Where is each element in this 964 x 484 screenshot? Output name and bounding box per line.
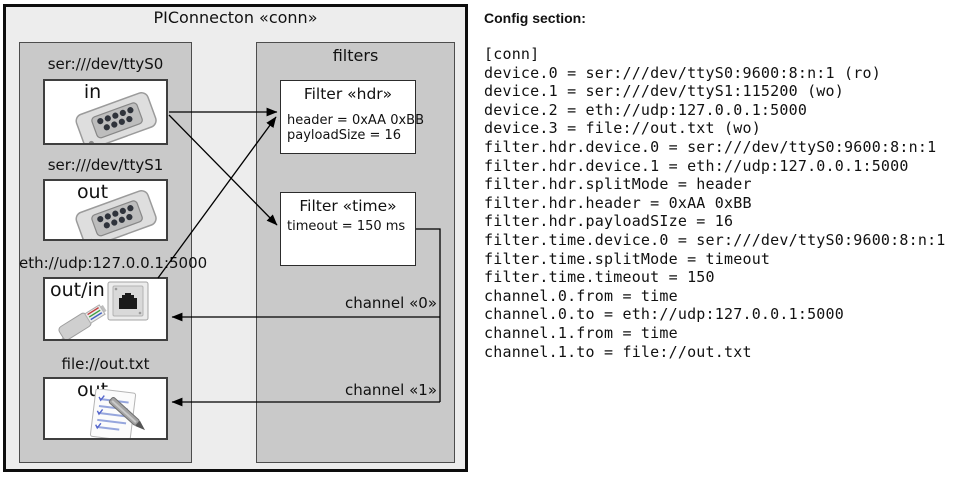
device-uri-eth: eth://udp:127.0.0.1:5000 bbox=[19, 254, 208, 272]
ethernet-jack-icon bbox=[107, 281, 149, 321]
pen-icon bbox=[108, 397, 146, 431]
config-line: device.2 = eth://udp:127.0.0.1:5000 bbox=[484, 100, 808, 119]
config-line: channel.0.to = eth://udp:127.0.0.1:5000 bbox=[484, 305, 844, 324]
filters-panel-title: filters bbox=[332, 46, 379, 65]
filter-time-title: Filter «time» bbox=[299, 197, 397, 215]
config-heading: Config section: bbox=[484, 10, 586, 26]
device-box-eth: out/in bbox=[43, 277, 168, 341]
config-line: filter.hdr.device.0 = ser:///dev/ttyS0:9… bbox=[484, 137, 937, 156]
device-uri-ttys0: ser:///dev/ttyS0 bbox=[47, 55, 164, 73]
config-line: filter.hdr.header = 0xAA 0xBB bbox=[484, 193, 752, 212]
config-line: filter.hdr.splitMode = header bbox=[484, 175, 752, 194]
ethernet-cable-icon bbox=[58, 304, 107, 339]
config-line: channel.1.to = file://out.txt bbox=[484, 342, 752, 361]
config-line: channel.1.from = time bbox=[484, 323, 678, 342]
config-line: filter.time.device.0 = ser:///dev/ttyS0:… bbox=[484, 230, 946, 249]
filter-time-params: timeout = 150 ms bbox=[287, 219, 406, 235]
config-line: filter.time.timeout = 150 bbox=[484, 268, 715, 287]
filter-hdr-title: Filter «hdr» bbox=[303, 85, 393, 103]
serial-connector-icon bbox=[75, 189, 157, 239]
device-uri-file: file://out.txt bbox=[61, 355, 150, 373]
config-line: filter.hdr.device.1 = eth://udp:127.0.0.… bbox=[484, 156, 909, 175]
filter-param: header = 0xAA 0xBB bbox=[287, 113, 425, 128]
config-section: Config section: [conn] device.0 = ser://… bbox=[484, 8, 962, 361]
diagram-title: PIConnecton «conn» bbox=[153, 8, 318, 27]
device-direction-label: in bbox=[83, 81, 102, 103]
config-line: channel.0.from = time bbox=[484, 286, 678, 305]
device-direction-label: out bbox=[76, 181, 109, 203]
config-line: device.1 = ser:///dev/ttyS1:115200 (wo) bbox=[484, 82, 844, 101]
config-line: device.3 = file://out.txt (wo) bbox=[484, 119, 761, 138]
notepad-icon bbox=[89, 389, 146, 438]
filter-param: timeout = 150 ms bbox=[287, 219, 406, 234]
device-direction-label: out/in bbox=[50, 279, 105, 301]
filter-param: payloadSize = 16 bbox=[287, 127, 402, 143]
filter-hdr-box: Filter «hdr» header = 0xAA 0xBB payloadS… bbox=[280, 80, 424, 154]
channel-0-label: channel «0» bbox=[344, 294, 437, 312]
config-line: filter.hdr.payloadSIze = 16 bbox=[484, 212, 734, 231]
serial-connector-icon bbox=[75, 91, 157, 143]
channel-1-label: channel «1» bbox=[344, 381, 437, 399]
config-line: device.0 = ser:///dev/ttyS0:9600:8:n:1 (… bbox=[484, 63, 881, 82]
device-box-ttys1: out bbox=[43, 179, 168, 241]
config-line: filter.time.splitMode = timeout bbox=[484, 249, 771, 268]
filter-time-box: Filter «time» timeout = 150 ms bbox=[280, 192, 416, 266]
device-uri-ttys1: ser:///dev/ttyS1 bbox=[47, 156, 164, 174]
device-box-ttys0: in bbox=[43, 79, 168, 145]
config-line: [conn] bbox=[484, 45, 540, 63]
config-lines: [conn] device.0 = ser:///dev/ttyS0:9600:… bbox=[484, 45, 962, 361]
device-box-file: out bbox=[43, 377, 168, 440]
filter-hdr-params: header = 0xAA 0xBB payloadSize = 16 bbox=[287, 113, 425, 143]
